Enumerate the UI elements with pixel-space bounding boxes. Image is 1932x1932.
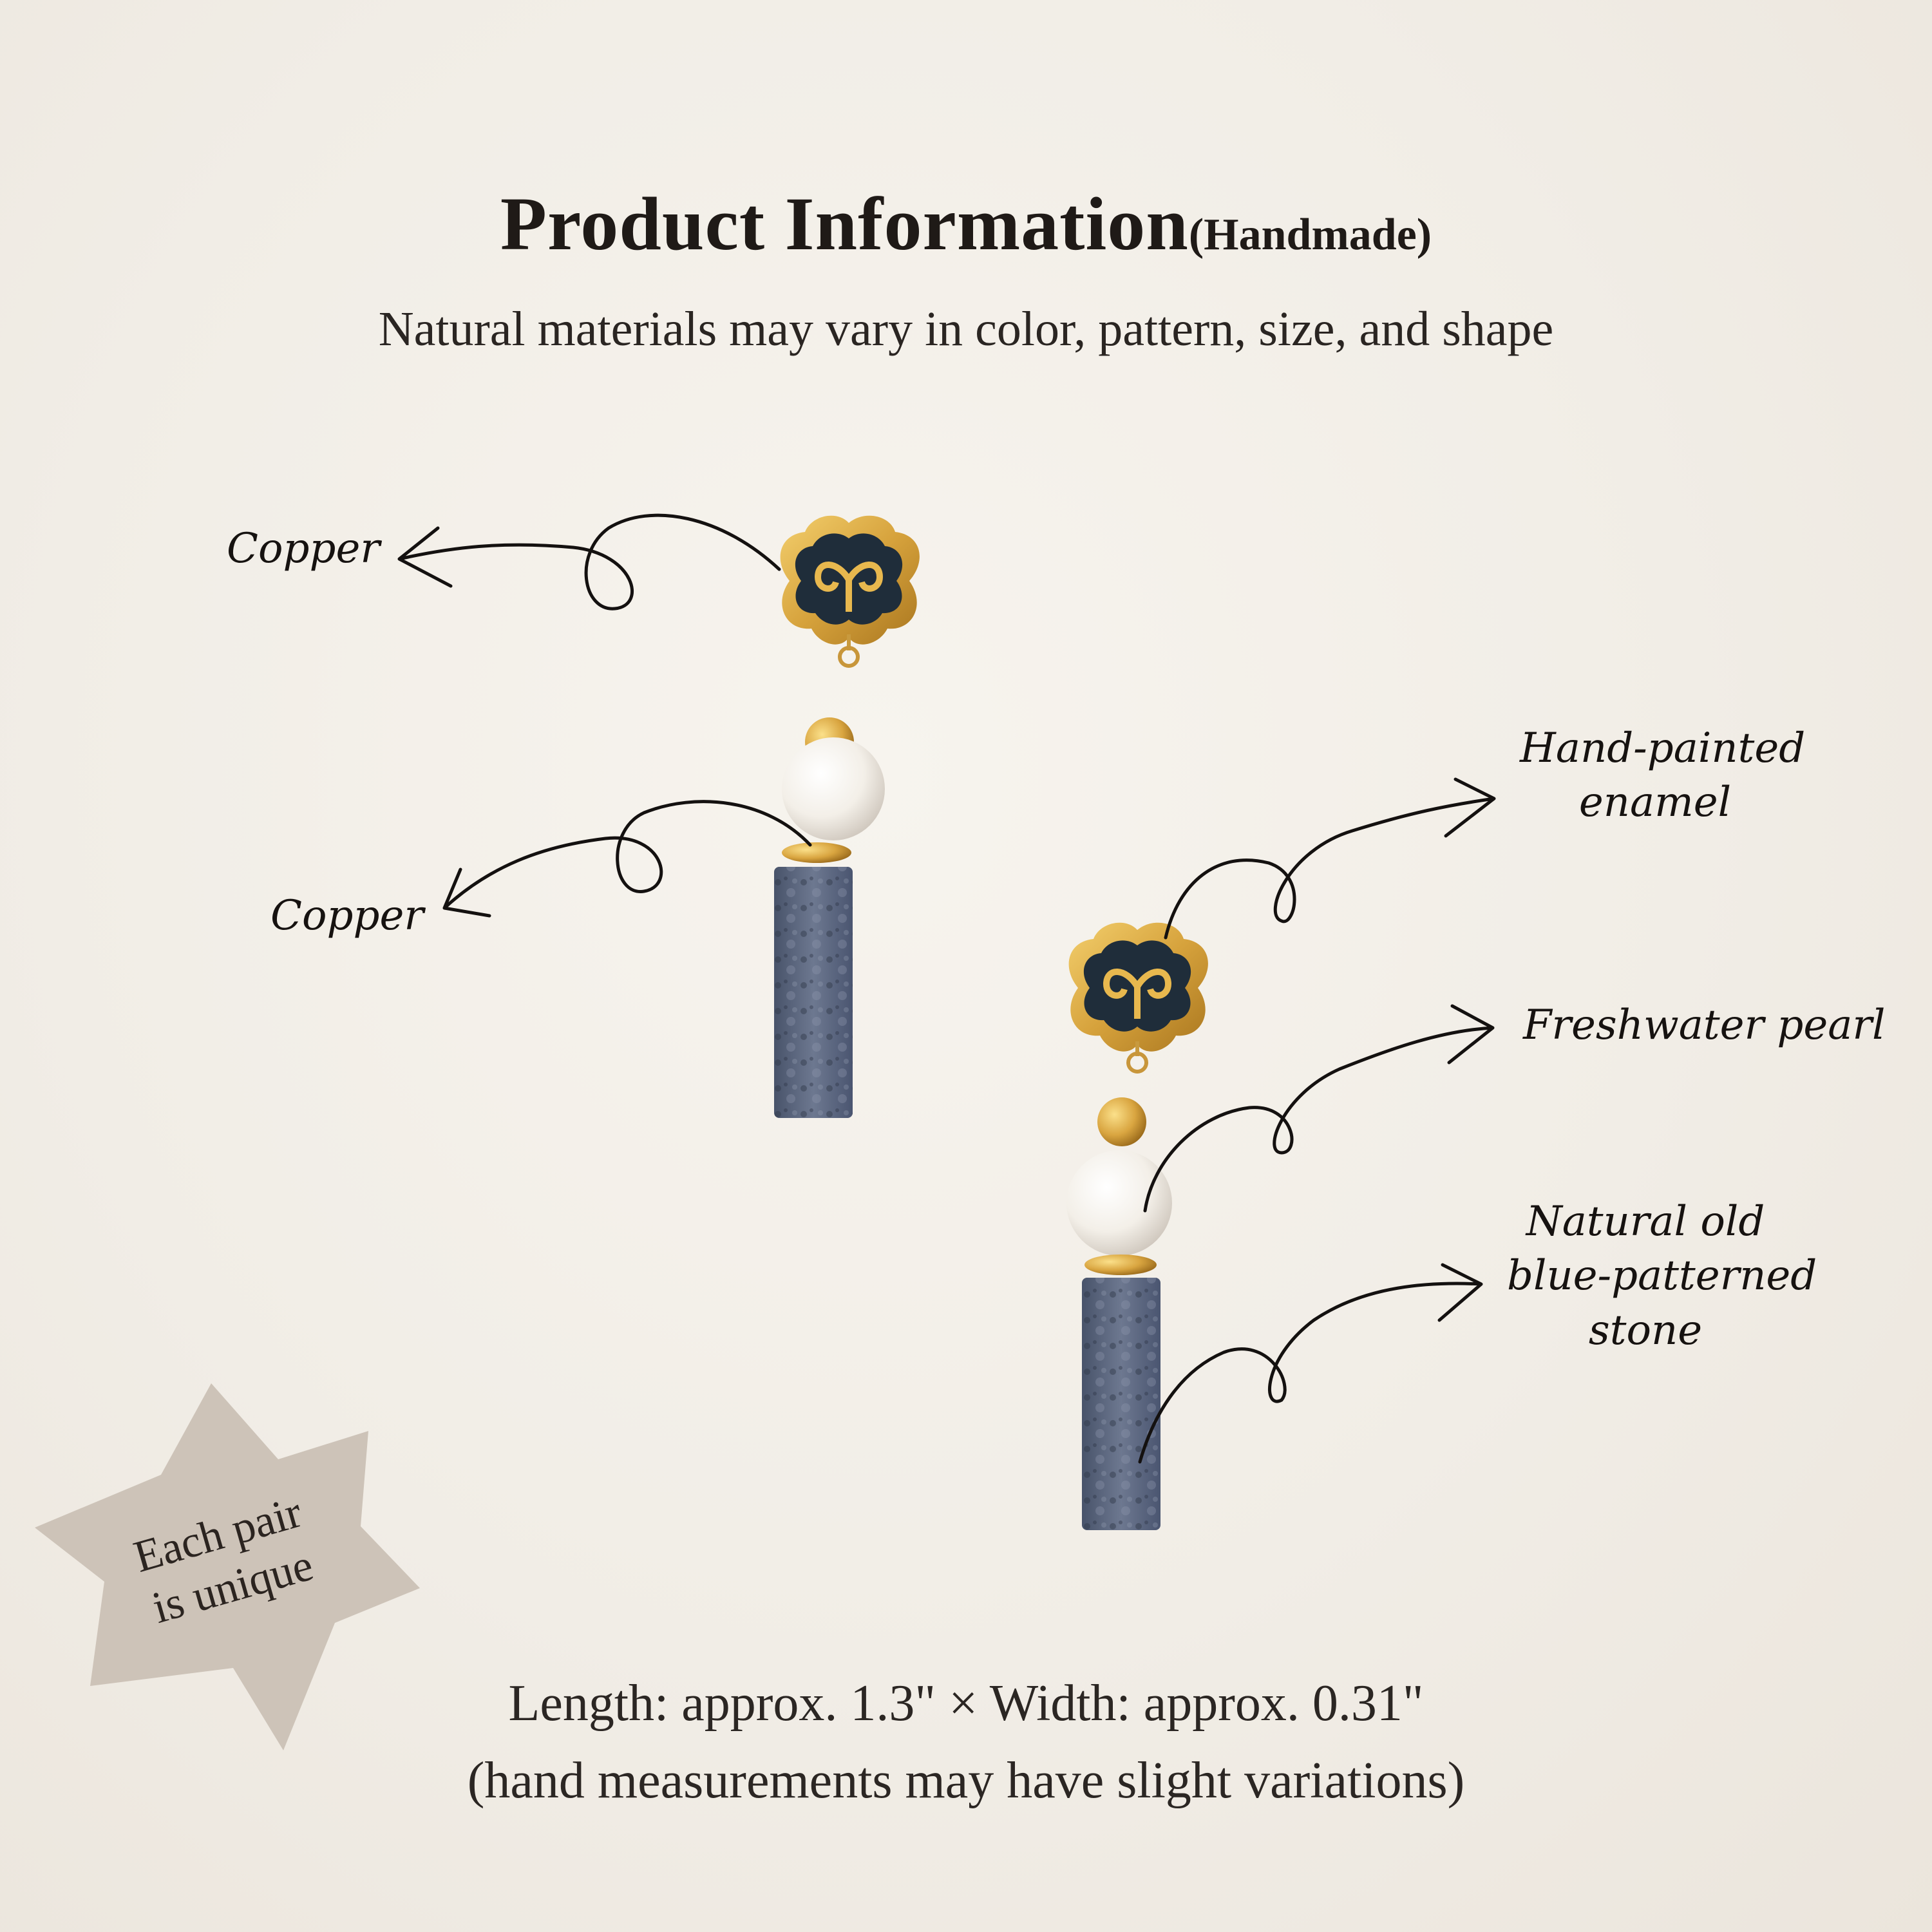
title-main: Product Information	[500, 182, 1189, 266]
arrow-copper-top	[397, 513, 781, 611]
enamel-swirl-left	[814, 562, 884, 612]
pearl-right	[1066, 1150, 1172, 1256]
earring-right	[1066, 922, 1208, 1530]
label-freshwater-pearl: Freshwater pearl	[1523, 1001, 1886, 1049]
dimensions-text: Length: approx. 1.3" × Width: approx. 0.…	[508, 1675, 1424, 1732]
arrow-copper-bottom	[442, 800, 812, 918]
jump-ring-right	[1126, 1052, 1148, 1074]
spacer-left	[782, 842, 851, 863]
gold-bead-right	[1097, 1097, 1146, 1146]
spacer-right	[1084, 1255, 1157, 1275]
arrow-stone	[1138, 1263, 1483, 1464]
arrow-pearl	[1143, 1004, 1495, 1213]
title-handmade-note: (Handmade)	[1188, 210, 1432, 260]
pearl-left	[782, 737, 885, 840]
label-hand-painted-enamel: Hand-painted enamel	[1520, 721, 1806, 830]
label-copper-bottom: Copper	[270, 892, 424, 940]
page-subtitle: Natural materials may vary in color, pat…	[378, 302, 1554, 356]
label-natural-stone: Natural old blue-patterned stone	[1507, 1195, 1817, 1358]
arrow-enamel	[1164, 777, 1496, 940]
enamel-swirl-right	[1103, 969, 1172, 1019]
label-copper-top: Copper	[227, 525, 380, 573]
measurement-note: (hand measurements may have slight varia…	[467, 1752, 1465, 1809]
label-enamel-line2: enamel	[1578, 779, 1732, 827]
label-enamel-line1: Hand-painted	[1520, 724, 1806, 772]
earring-left	[774, 515, 920, 1118]
jump-ring-left	[838, 646, 860, 668]
label-stone-line1: Natural old	[1526, 1198, 1765, 1245]
page-title: Product Information(Handmade)	[0, 180, 1932, 268]
unique-badge-star	[35, 1383, 420, 1750]
label-stone-line3: stone	[1588, 1306, 1703, 1354]
label-stone-line2: blue-patterned	[1507, 1252, 1817, 1300]
